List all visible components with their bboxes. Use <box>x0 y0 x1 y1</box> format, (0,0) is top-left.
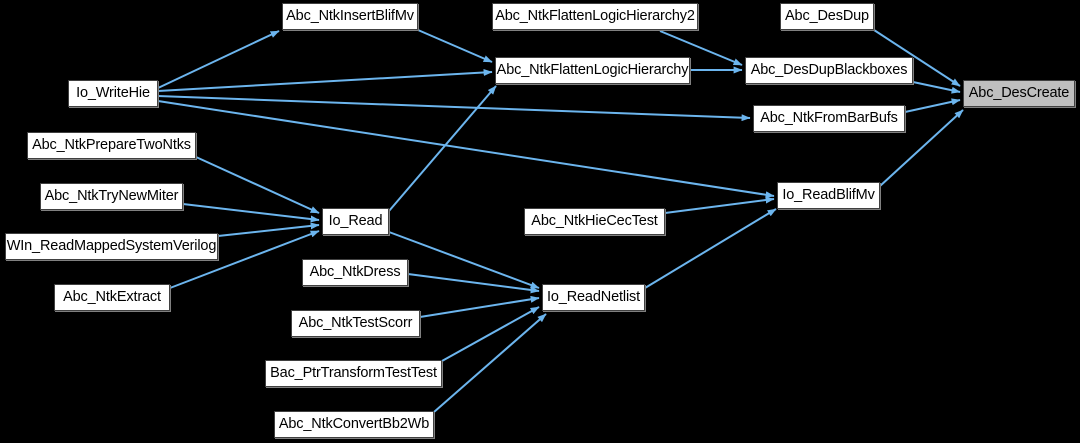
graph-node-label: Io_ReadBlifMv <box>782 187 875 204</box>
graph-node-abc_ntkflattenlogichier[interactable]: Abc_NtkFlattenLogicHierarchy <box>495 57 690 84</box>
graph-node-label: Io_ReadNetlist <box>546 289 640 306</box>
graph-node-bac_ptrtransformtesttest[interactable]: Bac_PtrTransformTestTest <box>265 360 442 387</box>
edges-group <box>157 29 964 413</box>
graph-node-abc_ntktestscorr[interactable]: Abc_NtkTestScorr <box>291 310 420 337</box>
graph-node-label: Bac_PtrTransformTestTest <box>270 365 437 382</box>
graph-node-abc_desdup[interactable]: Abc_DesDup <box>780 3 874 30</box>
graph-node-label: Abc_NtkConvertBb2Wb <box>278 416 430 433</box>
graph-node-label: Io_Read <box>328 213 383 230</box>
graph-node-io_read[interactable]: Io_Read <box>322 208 389 235</box>
graph-edge-abc_ntktestscorr-to-io_readnetlist <box>419 295 540 318</box>
graph-edge-abc_ntkdress-to-io_readnetlist <box>407 273 540 294</box>
graph-node-label: Abc_NtkFlattenLogicHierarchy <box>496 62 689 79</box>
graph-node-io_readblifmv[interactable]: Io_ReadBlifMv <box>777 182 880 209</box>
graph-node-label: Abc_NtkFlattenLogicHierarchy2 <box>495 8 695 25</box>
graph-edge-io_writehie-to-abc_ntkinsertblifmv <box>157 30 280 89</box>
graph-node-abc_ntkinsertblifmv[interactable]: Abc_NtkInsertBlifMv <box>282 3 418 30</box>
graph-edge-io_writehie-to-abc_ntkfrombarbufs <box>157 95 751 122</box>
graph-edge-abc_ntkhiecectest-to-io_readblifmv <box>664 196 775 214</box>
graph-node-label: Abc_DesDupBlackboxes <box>750 62 908 79</box>
graph-node-abc_ntkpreparetwontks[interactable]: Abc_NtkPrepareTwoNtks <box>27 132 196 159</box>
graph-edge-abc_ntkconvertbb2wb-to-io_readnetlist <box>433 313 547 413</box>
graph-edge-abc_ntktrynewmiter-to-io_read <box>182 203 320 223</box>
graph-edge-win_readmappedsystemverilog-to-io_read <box>217 222 320 237</box>
graph-edge-abc_ntkfrombarbufs-to-abc_descreate <box>904 98 961 113</box>
graph-edge-abc_desdup-to-abc_descreate <box>873 29 961 87</box>
graph-node-label: Abc_NtkExtract <box>63 289 161 306</box>
graph-node-label: Abc_NtkTestScorr <box>298 315 413 332</box>
graph-node-win_readmappedsystemverilog[interactable]: WIn_ReadMappedSystemVerilog <box>5 233 218 260</box>
graph-node-label: Abc_DesDup <box>785 8 869 25</box>
graph-node-label: Abc_DesCreate <box>968 85 1070 102</box>
graph-node-io_writehie[interactable]: Io_WriteHie <box>68 80 158 107</box>
graph-edge-io_writehie-to-abc_ntkflattenlogichier <box>157 68 493 92</box>
graph-node-io_readnetlist[interactable]: Io_ReadNetlist <box>542 284 645 311</box>
graph-edge-io_writehie-to-io_readblifmv <box>157 100 775 199</box>
graph-node-abc_ntktrynewmiter[interactable]: Abc_NtkTryNewMiter <box>40 183 183 210</box>
graph-node-abc_ntkfrombarbufs[interactable]: Abc_NtkFromBarBufs <box>753 105 905 132</box>
graph-node-label: WIn_ReadMappedSystemVerilog <box>6 238 217 255</box>
graph-node-abc_ntkhiecectest[interactable]: Abc_NtkHieCecTest <box>524 208 665 235</box>
graph-node-label: Abc_NtkDress <box>309 264 401 281</box>
graph-edge-abc_ntkpreparetwontks-to-io_read <box>195 156 320 214</box>
graph-edge-abc_ntkextract-to-io_read <box>169 230 320 289</box>
graph-edge-io_readblifmv-to-abc_descreate <box>879 109 964 187</box>
graph-node-abc_ntkconvertbb2wb[interactable]: Abc_NtkConvertBb2Wb <box>274 411 434 438</box>
graph-edge-abc_ntkflattenlogichier2-to-abc_desdupblackboxes <box>659 30 743 66</box>
graph-node-abc_ntkextract[interactable]: Abc_NtkExtract <box>54 284 170 311</box>
graph-edge-io_readnetlist-to-io_readblifmv <box>644 208 777 289</box>
graph-edge-io_read-to-abc_ntkflattenlogichier <box>388 85 497 212</box>
graph-edge-bac_ptrtransformtesttest-to-io_readnetlist <box>441 306 540 362</box>
graph-node-abc_descreate[interactable]: Abc_DesCreate <box>963 80 1075 107</box>
graph-node-label: Abc_NtkPrepareTwoNtks <box>32 137 191 154</box>
graph-node-abc_desdupblackboxes[interactable]: Abc_DesDupBlackboxes <box>745 57 913 84</box>
graph-node-label: Abc_NtkTryNewMiter <box>44 188 179 205</box>
graph-edge-io_read-to-io_readnetlist <box>388 231 540 289</box>
graph-node-label: Abc_NtkHieCecTest <box>531 213 658 230</box>
graph-node-abc_ntkflattenlogichier2[interactable]: Abc_NtkFlattenLogicHierarchy2 <box>492 3 698 30</box>
graph-edge-abc_desdupblackboxes-to-abc_descreate <box>912 81 961 94</box>
graph-node-abc_ntkdress[interactable]: Abc_NtkDress <box>302 259 408 286</box>
graph-node-label: Abc_NtkInsertBlifMv <box>286 8 414 25</box>
graph-node-label: Abc_NtkFromBarBufs <box>760 110 898 127</box>
graph-node-label: Io_WriteHie <box>76 85 150 102</box>
graph-edge-abc_ntkinsertblifmv-to-abc_ntkflattenlogichier <box>417 29 493 63</box>
